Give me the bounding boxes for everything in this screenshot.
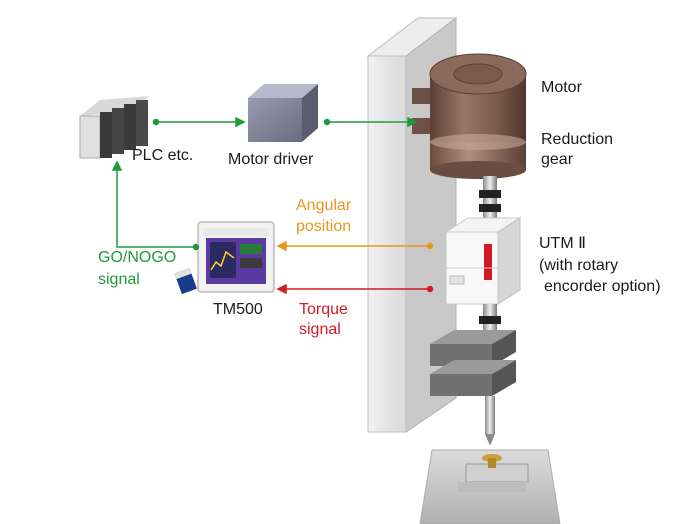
- clamp-icon: [430, 330, 516, 396]
- upper-coupling: [479, 176, 501, 226]
- go-nogo-label-line1: GO/NOGO: [98, 249, 177, 266]
- utm-label-line3: encorder option): [544, 278, 661, 295]
- plc-unit-icon: [79, 96, 150, 159]
- workpiece-icon: [419, 449, 561, 524]
- torque-signal-line: [276, 283, 434, 295]
- motor-driver-label: Motor driver: [228, 151, 314, 168]
- screw-bit-icon: [485, 396, 495, 446]
- angular-position-line: [276, 240, 434, 252]
- angular-position-label-line1: Angular: [296, 197, 352, 214]
- torque-signal-label-line1: Torque: [299, 301, 348, 318]
- plc-label: PLC etc.: [132, 147, 194, 164]
- motor-icon: [429, 53, 527, 179]
- utm-label-line1: UTM Ⅱ: [539, 235, 586, 252]
- reduction-gear-label-line2: gear: [541, 151, 574, 168]
- tm500-label: TM500: [213, 301, 263, 318]
- utm-label-line2: (with rotary: [539, 257, 619, 274]
- tm500-display-icon: [197, 221, 275, 293]
- torque-signal-label-line2: signal: [299, 321, 341, 338]
- sd-card-icon: [174, 267, 197, 295]
- go-nogo-label-line2: signal: [98, 271, 140, 288]
- angular-position-label-line2: position: [296, 218, 352, 235]
- go-nogo-signal-line: [111, 116, 418, 251]
- reduction-gear-label-line1: Reduction: [541, 131, 614, 148]
- motor-driver-box-icon: [248, 84, 318, 142]
- utm-sensor-icon: [444, 217, 522, 305]
- motor-label: Motor: [541, 79, 582, 96]
